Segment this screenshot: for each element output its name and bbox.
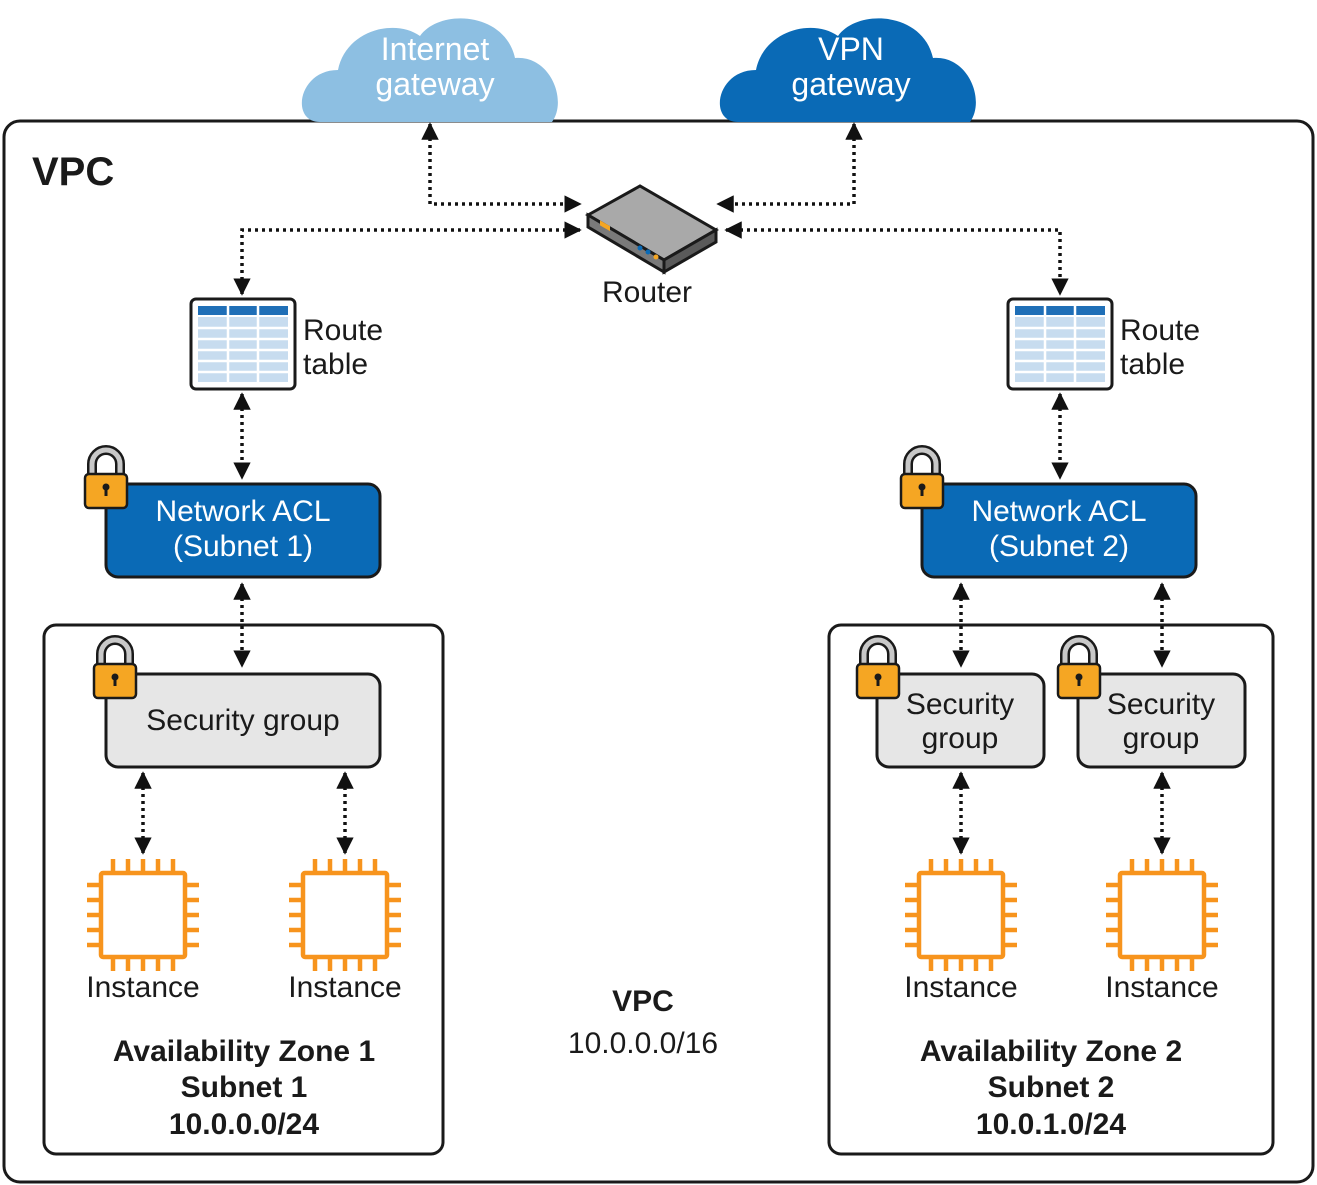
instance-2b-label: Instance — [1105, 971, 1218, 1004]
zone-2-subnet: Subnet 2 — [988, 1071, 1115, 1104]
instance-2a-label: Instance — [904, 971, 1017, 1004]
zone-2-cidr: 10.0.1.0/24 — [976, 1108, 1126, 1141]
connector-router-routetable-1 — [233, 221, 582, 296]
connector-vpn-router — [716, 122, 863, 213]
security-group-2b-box — [1076, 672, 1247, 769]
route-table-2-icon — [1006, 297, 1114, 391]
instance-1a-label: Instance — [86, 971, 199, 1004]
vpn-gateway-label-2: gateway — [791, 66, 910, 102]
router-icon — [584, 184, 719, 275]
network-acl-2-box — [920, 482, 1198, 579]
vpn-gateway-label-1: VPN — [818, 31, 884, 67]
security-group-2a-label-2: group — [922, 722, 999, 755]
zone-1-subnet: Subnet 1 — [181, 1071, 308, 1104]
network-acl-2-label-1: Network ACL — [971, 495, 1146, 528]
route-table-2-label-1: Route — [1120, 314, 1200, 347]
zone-1-name: Availability Zone 1 — [113, 1035, 375, 1068]
internet-gateway-label-1: Internet — [381, 31, 490, 67]
internet-gateway-label-2: gateway — [375, 66, 494, 102]
route-table-1-label-1: Route — [303, 314, 383, 347]
route-table-1-label-2: table — [303, 348, 368, 381]
network-acl-1-box — [104, 482, 382, 579]
security-group-2a-box — [875, 672, 1046, 769]
connector-internet-router — [421, 122, 582, 213]
network-acl-1-label-1: Network ACL — [155, 495, 330, 528]
vpc-title: VPC — [32, 150, 114, 194]
security-group-1-label: Security group — [146, 704, 339, 737]
vpc-center-cidr: 10.0.0.0/16 — [568, 1027, 718, 1060]
security-group-2a-label-1: Security — [906, 688, 1014, 721]
vpn-gateway-cloud: VPN gateway — [719, 18, 976, 122]
network-acl-2-label-2: (Subnet 2) — [989, 530, 1129, 563]
vpc-center-title: VPC — [612, 985, 674, 1018]
instance-1b-label: Instance — [288, 971, 401, 1004]
security-group-1-box — [104, 672, 382, 769]
route-table-1-icon — [189, 297, 297, 391]
zone-2-name: Availability Zone 2 — [920, 1035, 1182, 1068]
internet-gateway-cloud: Internet gateway — [301, 18, 558, 122]
security-group-2b-label-1: Security — [1107, 688, 1215, 721]
router-label: Router — [602, 276, 692, 309]
zone-1-cidr: 10.0.0.0/24 — [169, 1108, 319, 1141]
route-table-2-label-2: table — [1120, 348, 1185, 381]
network-acl-1-label-2: (Subnet 1) — [173, 530, 313, 563]
security-group-2b-label-2: group — [1123, 722, 1200, 755]
